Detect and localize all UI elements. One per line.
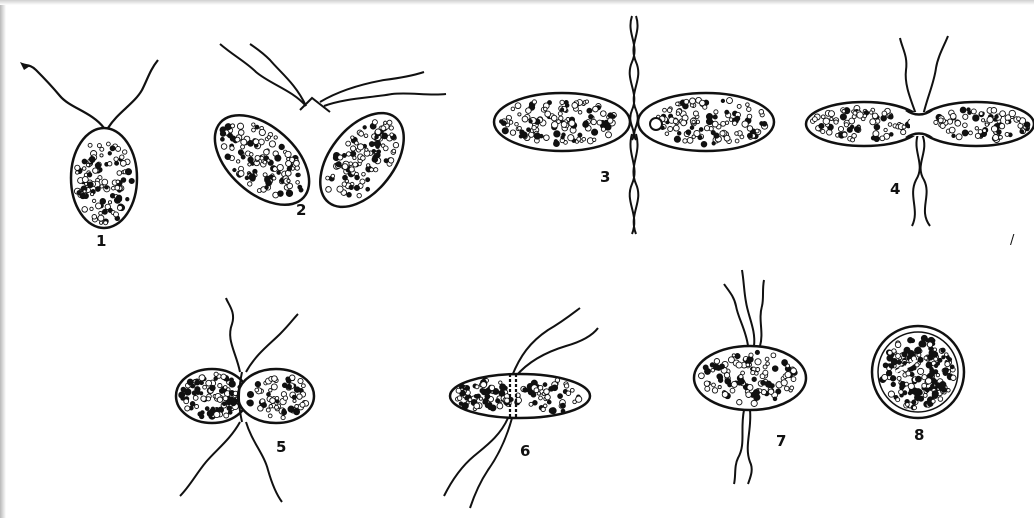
stage-3-paired-cells: 3 [494,16,774,234]
label-5: 5 [276,438,286,456]
flagella-strand [633,134,638,234]
flagellum [470,418,512,508]
label-4: 4 [890,180,900,198]
flagellum [108,60,158,128]
label-1: 1 [96,232,106,250]
label-3: 3 [600,168,610,186]
flagellum [226,298,240,372]
flagellum [180,422,240,496]
label-8: 8 [914,426,924,444]
stage-7-rounded-cell: 7 [694,270,806,484]
stage-8-zygospore: 8 [872,326,964,444]
label-6: 6 [520,442,530,460]
flagellum [22,64,104,128]
flagellum [324,93,446,106]
flagellum [246,314,298,372]
label-7: 7 [776,432,786,450]
flagellum [734,410,744,484]
flagella-strand [912,134,920,226]
stage-2-separating-cells: 2 [198,44,446,222]
flagellum [512,308,580,376]
stage-6-septate-cell: 6 [444,308,598,508]
flagellum [444,418,508,496]
flagellum [748,410,752,484]
stray-mark: / [1010,233,1015,248]
flagellum [516,328,598,376]
flagella-strand [921,134,930,226]
stage-1-single-cell: 1 [20,60,158,250]
flagellum [742,270,754,346]
flagellum [760,280,764,346]
label-2: 2 [296,201,306,219]
flagellum [246,422,282,502]
stage-4-fusing-cells: 4 / [806,36,1034,248]
stage-5-zygote-forming: 5 [176,298,314,502]
stigma [650,118,662,130]
